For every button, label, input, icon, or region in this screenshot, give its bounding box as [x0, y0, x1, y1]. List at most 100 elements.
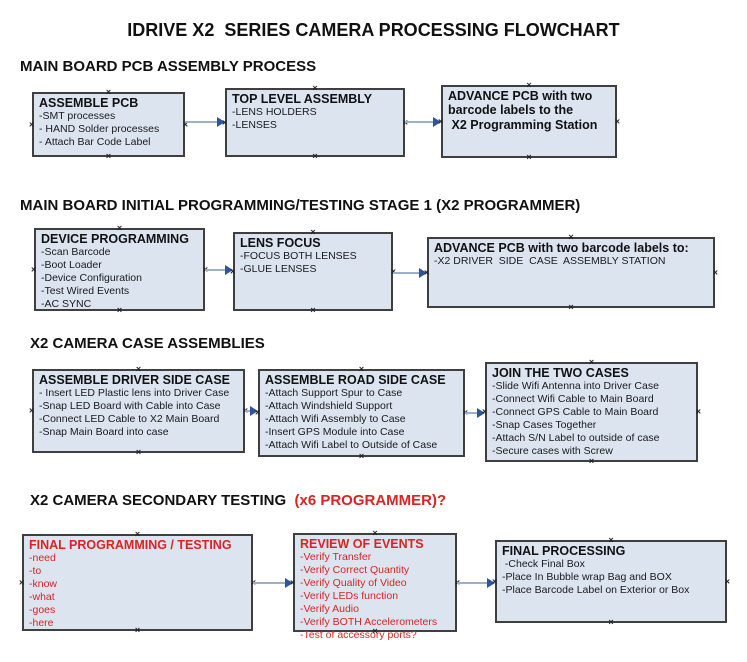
box-line: -goes [29, 604, 56, 617]
box-line: - HAND Solder processes [39, 123, 160, 136]
box-line: -AC SYNC [41, 298, 92, 311]
box-line: -Verify Quality of Video [300, 577, 407, 590]
section-header-case-assemblies: X2 CAMERA CASE ASSEMBLIES [30, 335, 265, 352]
box-body: -Scan Barcode-Boot Loader-Device Configu… [41, 246, 199, 311]
box-title: JOIN THE TWO CASES [492, 366, 629, 380]
box-line: -Connect GPS Cable to Main Board [492, 406, 659, 419]
box-line: - Attach Bar Code Label [39, 136, 151, 149]
connection-handle-icon: × [29, 405, 35, 416]
box-line: -Snap Main Board into case [39, 426, 169, 439]
arrow-head-icon [419, 268, 427, 278]
box-title: ADVANCE PCB with two barcode labels to: [434, 241, 689, 255]
arrow-line [393, 272, 421, 274]
arrow-head-icon [433, 117, 441, 127]
arrow-head-icon [250, 406, 258, 416]
arrow-head-icon [477, 408, 485, 418]
box-body: -SMT processes- HAND Solder processes- A… [39, 110, 179, 149]
connection-handle-icon: × [105, 151, 112, 161]
connection-handle-icon: × [608, 617, 614, 627]
box-line: -Verify BOTH Accelerometers [300, 616, 438, 629]
flow-arrow [465, 408, 485, 418]
flow-arrow [405, 117, 441, 127]
box-line: -Verify Audio [300, 603, 359, 616]
box-title: FINAL PROCESSING [502, 544, 626, 558]
connection-handle-icon: × [135, 447, 142, 457]
box-line: -what [29, 591, 55, 604]
box-line: -X2 DRIVER SIDE CASE ASSEMBLY STATION [434, 255, 666, 268]
box-join-the-two-cases: JOIN THE TWO CASES -Slide Wifi Antenna i… [482, 358, 701, 466]
box-line: - Insert LED Plastic lens into Driver Ca… [39, 387, 230, 400]
box-line: -GLUE LENSES [240, 263, 317, 276]
box-lens-focus: LENS FOCUS -FOCUS BOTH LENSES-GLUE LENSE… [230, 228, 396, 315]
box-title: LENS FOCUS [240, 236, 321, 250]
box-title: ASSEMBLE ROAD SIDE CASE [265, 373, 446, 387]
box-line: -here [29, 617, 54, 630]
connection-handle-icon: × [526, 152, 532, 162]
section-header-text: X2 CAMERA SECONDARY TESTING [30, 492, 295, 509]
arrow-head-icon [285, 578, 293, 588]
box-line: -Verify Correct Quantity [300, 564, 410, 577]
box-assemble-driver-side-case: ASSEMBLE DRIVER SIDE CASE - Insert LED P… [29, 365, 248, 457]
section-header-pcb-assembly: MAIN BOARD PCB ASSEMBLY PROCESS [20, 58, 317, 75]
flow-arrow [253, 578, 293, 588]
box-title: ASSEMBLE DRIVER SIDE CASE [39, 373, 231, 387]
flow-arrow [457, 578, 495, 588]
box-line: -Attach Windshield Support [265, 400, 393, 413]
box-line: -Check Final Box [502, 558, 585, 571]
box-review-of-events: REVIEW OF EVENTS -Verify Transfer-Verify… [290, 529, 460, 642]
box-line: -know [29, 578, 58, 591]
box-final-programming-testing: FINAL PROGRAMMING / TESTING -need-to-kno… [19, 530, 256, 635]
box-line: -Slide Wifi Antenna into Driver Case [492, 380, 659, 393]
box-advance-pcb-programming-station: ADVANCE PCB with two barcode labels to t… [438, 81, 620, 162]
flow-arrow [205, 265, 233, 275]
box-line: -Test Wired Events [41, 285, 130, 298]
box-device-programming: DEVICE PROGRAMMING -Scan Barcode-Boot Lo… [31, 224, 208, 315]
connection-handle-icon: × [724, 576, 730, 586]
box-line: -Place In Bubble wrap Bag and BOX [502, 571, 672, 584]
page-title: IDRIVE X2 SERIES CAMERA PROCESSING FLOWC… [127, 20, 620, 40]
box-body: -Verify Transfer-Verify Correct Quantity… [300, 551, 451, 642]
box-title: ASSEMBLE PCB [39, 96, 139, 110]
box-line: -Attach Wifi Assembly to Case [265, 413, 406, 426]
box-final-processing: FINAL PROCESSING -Check Final Box-Place … [492, 536, 730, 627]
flow-arrow [393, 268, 427, 278]
box-assemble-road-side-case: ASSEMBLE ROAD SIDE CASE -Attach Support … [255, 365, 468, 461]
arrow-line [245, 410, 252, 412]
box-body: -LENS HOLDERS-LENSES [232, 106, 399, 132]
box-title: ADVANCE PCB with two barcode labels to t… [448, 89, 598, 132]
box-line: -Snap Cases Together [492, 419, 597, 432]
section-header-secondary-testing: X2 CAMERA SECONDARY TESTING (x6 PROGRAMM… [30, 492, 446, 509]
box-line: -Verify LEDs function [300, 590, 399, 603]
box-line: -Connect Wifi Cable to Main Board [492, 393, 654, 406]
box-line: -LENSES [232, 119, 277, 132]
section-header-initial-programming: MAIN BOARD INITIAL PROGRAMMING/TESTING S… [20, 197, 581, 214]
section-header-red-text: (x6 PROGRAMMER)? [294, 492, 447, 509]
box-body: -need-to-know-what-goes-here [29, 552, 247, 630]
box-top-level-assembly: TOP LEVEL ASSEMBLY -LENS HOLDERS-LENSES … [222, 84, 408, 161]
box-advance-pcb-driver-side: ADVANCE PCB with two barcode labels to: … [424, 233, 718, 312]
box-title: DEVICE PROGRAMMING [41, 232, 189, 246]
box-line: -to [29, 565, 42, 578]
box-line: -need [29, 552, 56, 565]
arrow-head-icon [487, 578, 495, 588]
box-line: -Boot Loader [41, 259, 102, 272]
box-line: -Test of accessory ports? [300, 629, 417, 642]
box-line: -SMT processes [39, 110, 116, 123]
flow-arrow [185, 117, 225, 127]
arrow-line [465, 412, 479, 414]
box-body: -Slide Wifi Antenna into Driver Case-Con… [492, 380, 692, 458]
box-title: TOP LEVEL ASSEMBLY [232, 92, 373, 106]
connection-handle-icon: × [312, 151, 318, 161]
box-line: -Attach Wifi Label to Outside of Case [265, 439, 438, 452]
box-line: -FOCUS BOTH LENSES [240, 250, 357, 263]
box-body: -Attach Support Spur to Case-Attach Wind… [265, 387, 459, 452]
box-title: FINAL PROGRAMMING / TESTING [29, 538, 232, 552]
box-body: - Insert LED Plastic lens into Driver Ca… [39, 387, 239, 439]
box-body: -FOCUS BOTH LENSES-GLUE LENSES [240, 250, 387, 276]
connection-handle-icon: × [358, 451, 365, 461]
box-line: -Device Configuration [41, 272, 142, 285]
connection-handle-icon: × [31, 264, 37, 274]
connection-handle-icon: × [712, 267, 718, 277]
connection-handle-icon: × [695, 406, 701, 417]
